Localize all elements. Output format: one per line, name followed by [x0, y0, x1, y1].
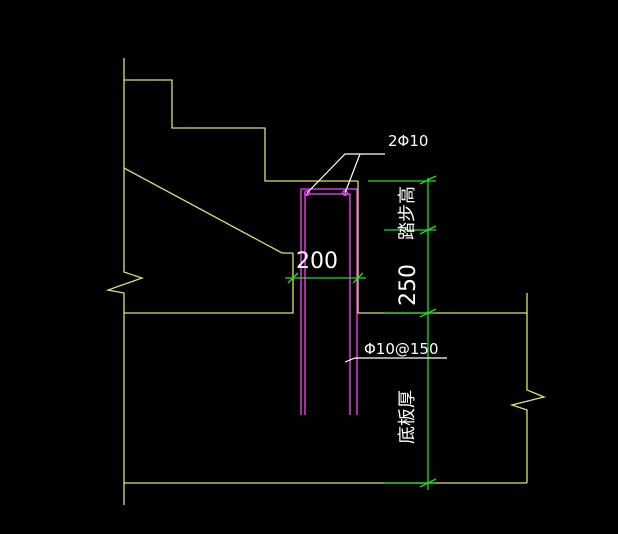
hdim-tick-left	[287, 272, 299, 284]
top-bars-leader-2	[344, 153, 361, 194]
stirrup-inner	[304, 193, 351, 415]
dimensions	[285, 175, 437, 490]
width-dimension-label: 200	[296, 249, 338, 274]
concrete-outline	[105, 58, 547, 505]
stirrup-outer	[300, 188, 358, 415]
stair-steps	[124, 79, 358, 182]
depth-dimension-label: 250	[396, 264, 421, 306]
top-bars-leader	[306, 153, 385, 194]
top-bars-label: 2Φ10	[388, 132, 428, 150]
top-bar-right	[342, 190, 348, 196]
top-bar-left	[304, 190, 310, 196]
step-height-label: 踏步高	[397, 186, 418, 240]
stirrup-leader	[344, 357, 447, 363]
leaders	[306, 153, 447, 363]
right-boundary	[509, 293, 547, 483]
slab-thickness-label: 底板厚	[397, 390, 418, 444]
rebar	[300, 188, 358, 415]
vdim-tick-top	[419, 175, 437, 185]
hdim-tick-right	[352, 272, 364, 284]
beam-left-side	[124, 253, 294, 314]
beam-right-side	[357, 181, 527, 314]
stirrup-label: Φ10@150	[364, 340, 439, 358]
stair-slab-soffit	[123, 167, 293, 254]
left-boundary-upper	[105, 58, 145, 505]
